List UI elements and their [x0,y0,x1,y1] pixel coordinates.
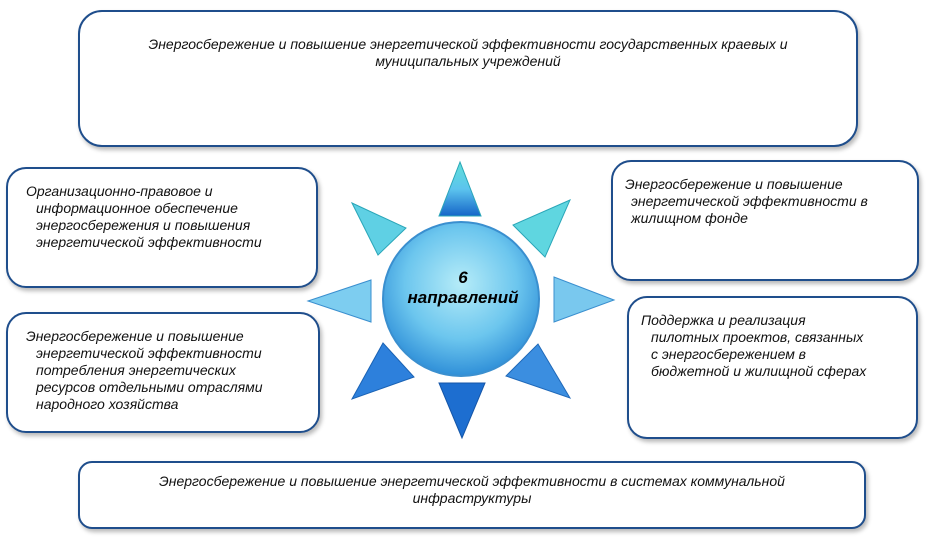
box-text-line: потребления энергетических [36,362,236,378]
box-text-line: пилотных проектов, связанных [651,329,864,345]
direction-box-legal-information: Организационно-правовое и информационное… [6,167,318,288]
box-text-line: энергетической эффективности [36,345,262,361]
box-text-line: Поддержка и реализация [641,312,806,328]
box-text-line: муниципальных учреждений [375,53,561,69]
box-text-line: Энергосбережение и повышение [26,328,244,344]
sun-ray-top-left [350,201,407,256]
box-text-line: Энергосбережение и повышение [625,176,843,192]
box-text-line: народного хозяйства [36,396,179,412]
box-text-line: Энергосбережение и повышение энергетичес… [159,473,785,489]
box-text-line: информационное обеспечение [36,200,238,216]
box-text-line: энергетической эффективности в [631,193,868,209]
sun-ray-bottom-right [505,343,572,399]
center-label: 6 направлений [388,268,538,308]
sun-center [382,221,540,377]
sun-ray-right [553,276,616,323]
box-text-line: энергетической эффективности [36,234,262,250]
sun-ray-top [438,160,482,217]
directions-count: 6 [458,268,468,287]
sun-ray-bottom [438,382,486,440]
box-text-line: жилищном фонде [631,210,748,226]
sun-rays [306,160,616,440]
sun-ray-top-right [512,199,571,258]
box-text-line: Энергосбережение и повышение энергетичес… [148,36,788,52]
directions-word: направлений [407,288,519,307]
box-text-line: бюджетной и жилищной сферах [651,363,867,379]
direction-box-communal-infrastructure: Энергосбережение и повышение энергетичес… [78,461,866,529]
direction-box-housing-stock: Энергосбережение и повышение энергетичес… [611,160,919,281]
box-text-line: энергосбережения и повышения [36,217,251,233]
direction-box-public-institutions: Энергосбережение и повышение энергетичес… [78,10,858,147]
box-text-line: инфраструктуры [412,490,532,506]
sun-ray-bottom-left [350,342,415,400]
box-text-line: ресурсов отдельными отраслями [36,379,263,395]
sun-ray-left [306,279,372,323]
box-text-line: Организационно-правовое и [26,183,213,199]
direction-box-pilot-projects: Поддержка и реализация пилотных проектов… [627,296,918,439]
box-text-line: с энергосбережением в [651,346,806,362]
direction-box-economy-sectors: Энергосбережение и повышение энергетичес… [6,312,320,433]
